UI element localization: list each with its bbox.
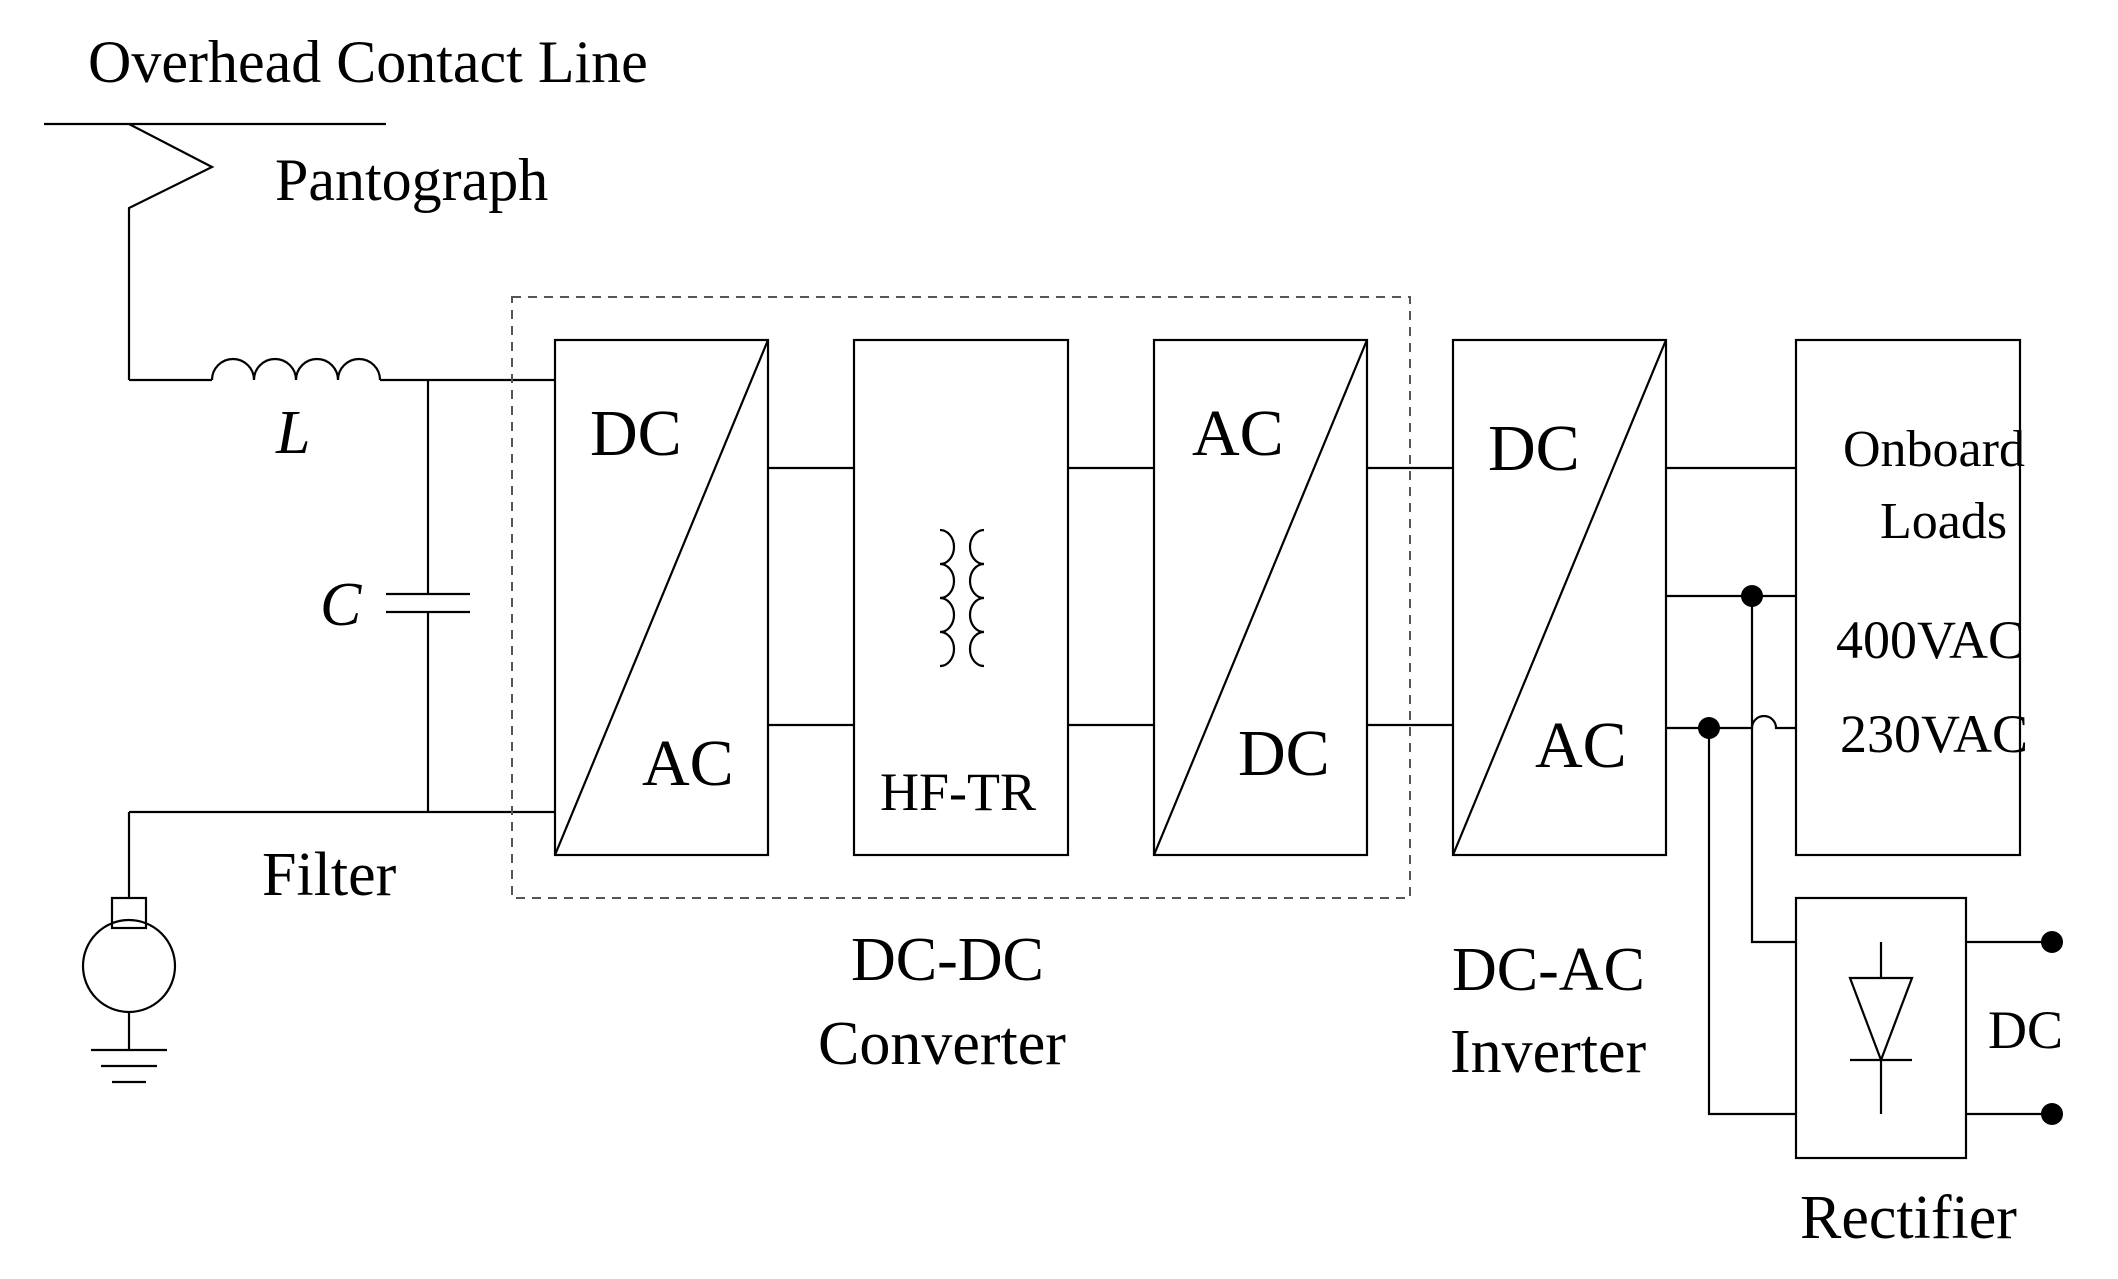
dcac-diagonal <box>553 339 770 856</box>
rectifier-label: Rectifier <box>1800 1184 2017 1252</box>
dc-output-label: DC <box>1988 1000 2063 1060</box>
voltage-230vac-label: 230VAC <box>1840 704 2028 764</box>
acdc-diagonal <box>1152 339 1369 856</box>
dcdc-name-line1: DC-DC <box>851 926 1044 994</box>
wire-inv-loads-230v-crossover <box>1666 714 1796 730</box>
inverter-top-label: DC <box>1488 412 1580 485</box>
inverter-name-line1: DC-AC <box>1452 936 1645 1004</box>
loads-label-line2: Loads <box>1880 493 2007 550</box>
wire-to-rectifier-bottom <box>1707 728 1796 1116</box>
transformer-label: HF-TR <box>880 762 1036 822</box>
capacitor-label: C <box>320 571 362 639</box>
filter-label: Filter <box>262 841 397 909</box>
transformer-block <box>852 338 1070 857</box>
pantograph-label: Pantograph <box>275 147 548 213</box>
dcdc-boundary <box>511 296 1411 899</box>
motor-symbol <box>81 918 177 1014</box>
dc-terminal-top <box>2041 931 2063 953</box>
voltage-400vac-label: 400VAC <box>1836 610 2024 670</box>
motor-terminal <box>110 896 148 930</box>
loads-label-line1: Onboard <box>1843 421 2025 478</box>
inverter-bottom-label: AC <box>1535 709 1627 782</box>
contact-line-label: Overhead Contact Line <box>88 29 648 95</box>
inductor-label: L <box>275 399 310 467</box>
transformer-primary-winding <box>939 528 956 668</box>
dcdc-in-bottom-label: AC <box>642 727 734 800</box>
transformer-secondary-winding <box>968 528 985 668</box>
dcdc-out-bottom-label: DC <box>1238 717 1330 790</box>
dc-terminal-bottom <box>2041 1103 2063 1125</box>
dcdc-out-top-label: AC <box>1192 397 1284 470</box>
inverter-name-line2: Inverter <box>1450 1018 1647 1086</box>
dcdc-in-top-label: DC <box>590 397 682 470</box>
dcdc-name-line2: Converter <box>818 1010 1066 1078</box>
inductor-symbol <box>210 357 382 381</box>
wire-to-rectifier-top <box>1750 596 1796 944</box>
inverter-diagonal <box>1451 339 1668 856</box>
pantograph-symbol <box>127 123 215 380</box>
onboard-loads-block <box>1794 338 2022 857</box>
rectifier-block <box>1794 896 1968 1160</box>
